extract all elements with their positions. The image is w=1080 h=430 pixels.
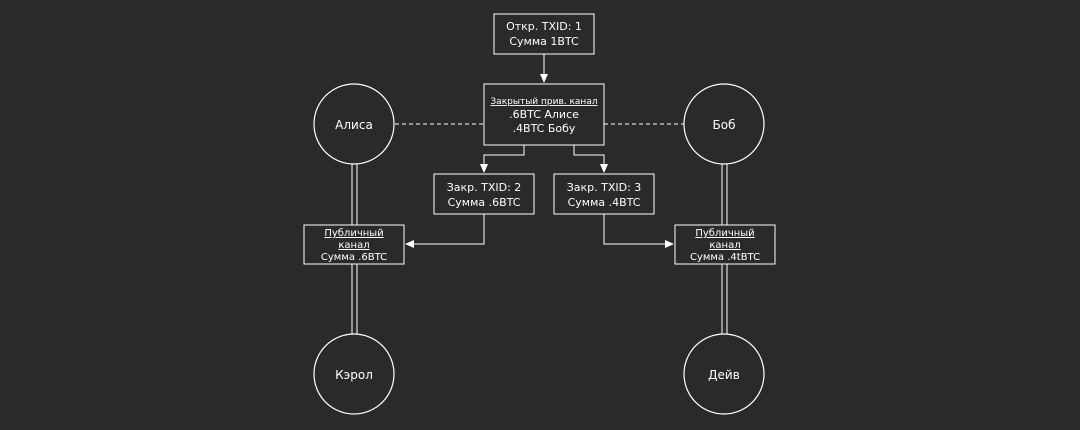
bob-node: Боб — [683, 83, 765, 165]
public-channel-right-amount: Сумма .4tBTC — [690, 252, 760, 263]
private-channel-title: Закрытый прив. канал — [490, 97, 597, 107]
carol-label: Кэрол — [335, 368, 373, 382]
dave-label: Дейв — [708, 368, 740, 382]
public-channel-left-amount: Сумма .6BTC — [321, 252, 387, 263]
private-to-close2-arrow — [480, 145, 525, 173]
public-channel-right-title: Публичный — [695, 228, 754, 239]
private-channel-alice-share: .6BTC Алисе — [509, 108, 579, 121]
public-channel-left-title: Публичный — [324, 228, 383, 239]
open-tx-id: Откр. TXID: 1 — [506, 20, 582, 33]
close-tx-2-box: Закр. TXID: 2 Сумма .6BTC — [433, 173, 535, 215]
alice-carol-link — [351, 164, 358, 335]
private-channel-bob-share: .4BTC Бобу — [513, 122, 576, 135]
close-tx-2-amount: Сумма .6BTC — [448, 196, 521, 209]
open-tx-amount: Сумма 1BTC — [509, 35, 579, 48]
close-tx-3-amount: Сумма .4BTC — [568, 196, 641, 209]
dave-node: Дейв — [683, 333, 765, 415]
close3-to-public-right-arrow — [603, 214, 674, 248]
close2-to-public-left-arrow — [405, 214, 485, 248]
bob-dave-link — [721, 164, 728, 335]
close-tx-2-id: Закр. TXID: 2 — [447, 181, 522, 194]
public-channel-left-subtitle: канал — [338, 240, 369, 251]
public-channel-left-box: Публичный канал Сумма .6BTC — [303, 224, 405, 265]
carol-node: Кэрол — [313, 333, 395, 415]
open-tx-box: Откр. TXID: 1 Сумма 1BTC — [493, 13, 595, 55]
public-channel-right-box: Публичный канал Сумма .4tBTC — [674, 224, 776, 265]
close-tx-3-id: Закр. TXID: 3 — [567, 181, 642, 194]
private-to-close3-arrow — [573, 145, 608, 173]
alice-label: Алиса — [335, 118, 373, 132]
alice-node: Алиса — [313, 83, 395, 165]
private-channel-box: Закрытый прив. канал .6BTC Алисе .4BTC Б… — [483, 83, 605, 146]
public-channel-right-subtitle: канал — [709, 240, 740, 251]
bob-label: Боб — [713, 118, 736, 132]
close-tx-3-box: Закр. TXID: 3 Сумма .4BTC — [553, 173, 655, 215]
